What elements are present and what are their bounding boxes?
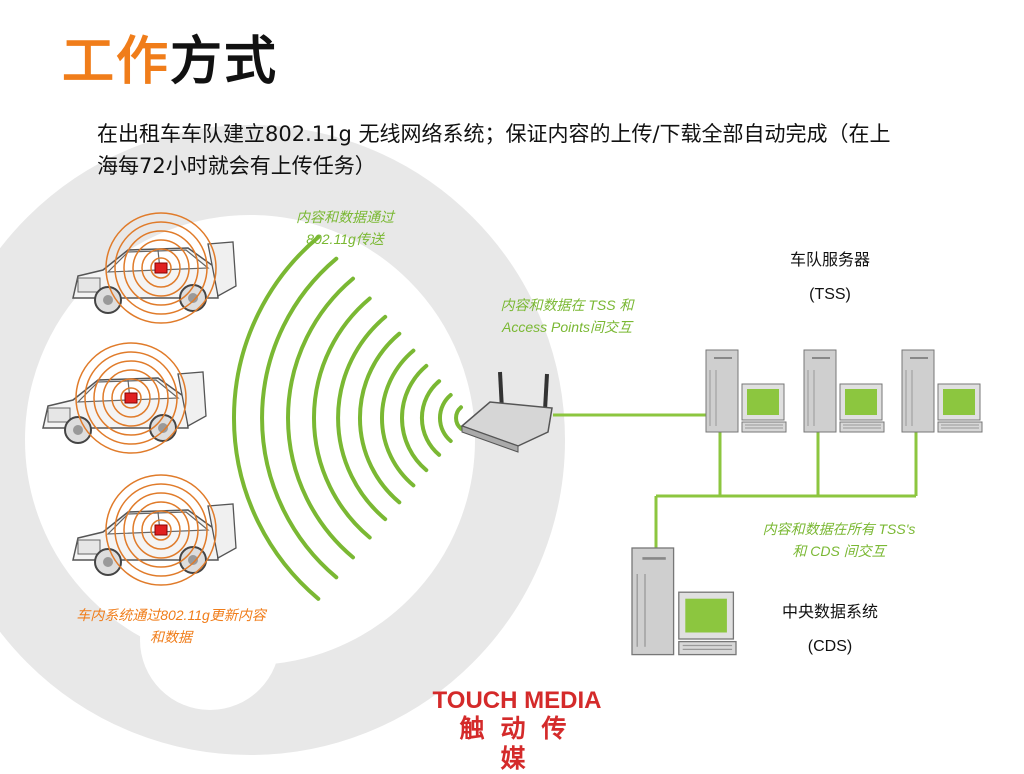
fleet-server-line1: 车队服务器: [789, 252, 870, 269]
fleet-server-label: 车队服务器 (TSS): [750, 244, 910, 312]
access-point-router: [460, 371, 553, 453]
wifi-arc-1: [454, 405, 463, 431]
wifi-arc-11: [232, 235, 321, 601]
tss-cds-exchange-label: 内容和数据在所有 TSS's 和 CDS 间交互: [728, 518, 950, 562]
page-title: 工作方式: [62, 36, 278, 88]
wifi-transfer-label: 内容和数据通过 802.11g传送: [260, 206, 430, 250]
wifi-arc-2: [437, 393, 453, 443]
taxi-car-bottom: [72, 474, 237, 586]
wifi-arc-6: [357, 331, 402, 505]
brand-chinese: 触动传媒: [459, 714, 583, 773]
wifi-arc-3: [419, 379, 442, 457]
central-line1: 中央数据系统: [781, 604, 878, 621]
wifi-arc-5: [379, 348, 416, 488]
fleet-server-1: [705, 349, 787, 433]
background-ring-gap: [140, 570, 280, 710]
tss-ap-line2: Access Points间交互: [502, 319, 632, 335]
title-rest: 方式: [170, 32, 279, 92]
wifi-arc-4: [400, 363, 429, 473]
car-update-line2: 和数据: [150, 629, 192, 645]
central-data-server: [630, 546, 738, 656]
car-update-label: 车内系统通过802.11g更新内容 和数据: [40, 604, 302, 648]
wifi-arc-8: [312, 296, 372, 540]
tss-ap-exchange-label: 内容和数据在 TSS 和 Access Points间交互: [462, 294, 672, 338]
wifi-signal-arcs: [232, 235, 463, 601]
touch-media-logo: TOUCH MEDIA 触动传媒: [432, 688, 602, 774]
wifi-arc-10: [260, 256, 339, 580]
wifi-transfer-line2: 802.11g传送: [306, 231, 384, 247]
wifi-arc-7: [336, 314, 388, 522]
car-update-line1: 车内系统通过802.11g更新内容: [76, 607, 266, 623]
central-line2: (CDS): [807, 638, 853, 655]
tss-cds-line1: 内容和数据在所有 TSS's: [762, 521, 916, 537]
fleet-server-3: [901, 349, 983, 433]
fleet-server-2: [803, 349, 885, 433]
tss-ap-line1: 内容和数据在 TSS 和: [500, 297, 634, 313]
fleet-server-line2: (TSS): [809, 286, 851, 303]
title-accent: 工作: [62, 32, 171, 92]
central-system-label: 中央数据系统 (CDS): [750, 596, 910, 664]
network-links: [553, 413, 918, 548]
subtitle: 在出租车车队建立802.11g 无线网络系统；保证内容的上传/下载全部自动完成（…: [97, 122, 891, 178]
tss-cds-line2: 和 CDS 间交互: [792, 543, 886, 559]
taxi-car-middle: [42, 342, 207, 454]
wifi-arc-9: [286, 276, 355, 560]
brand-english: TOUCH MEDIA: [432, 687, 602, 714]
wifi-transfer-line1: 内容和数据通过: [296, 209, 394, 225]
